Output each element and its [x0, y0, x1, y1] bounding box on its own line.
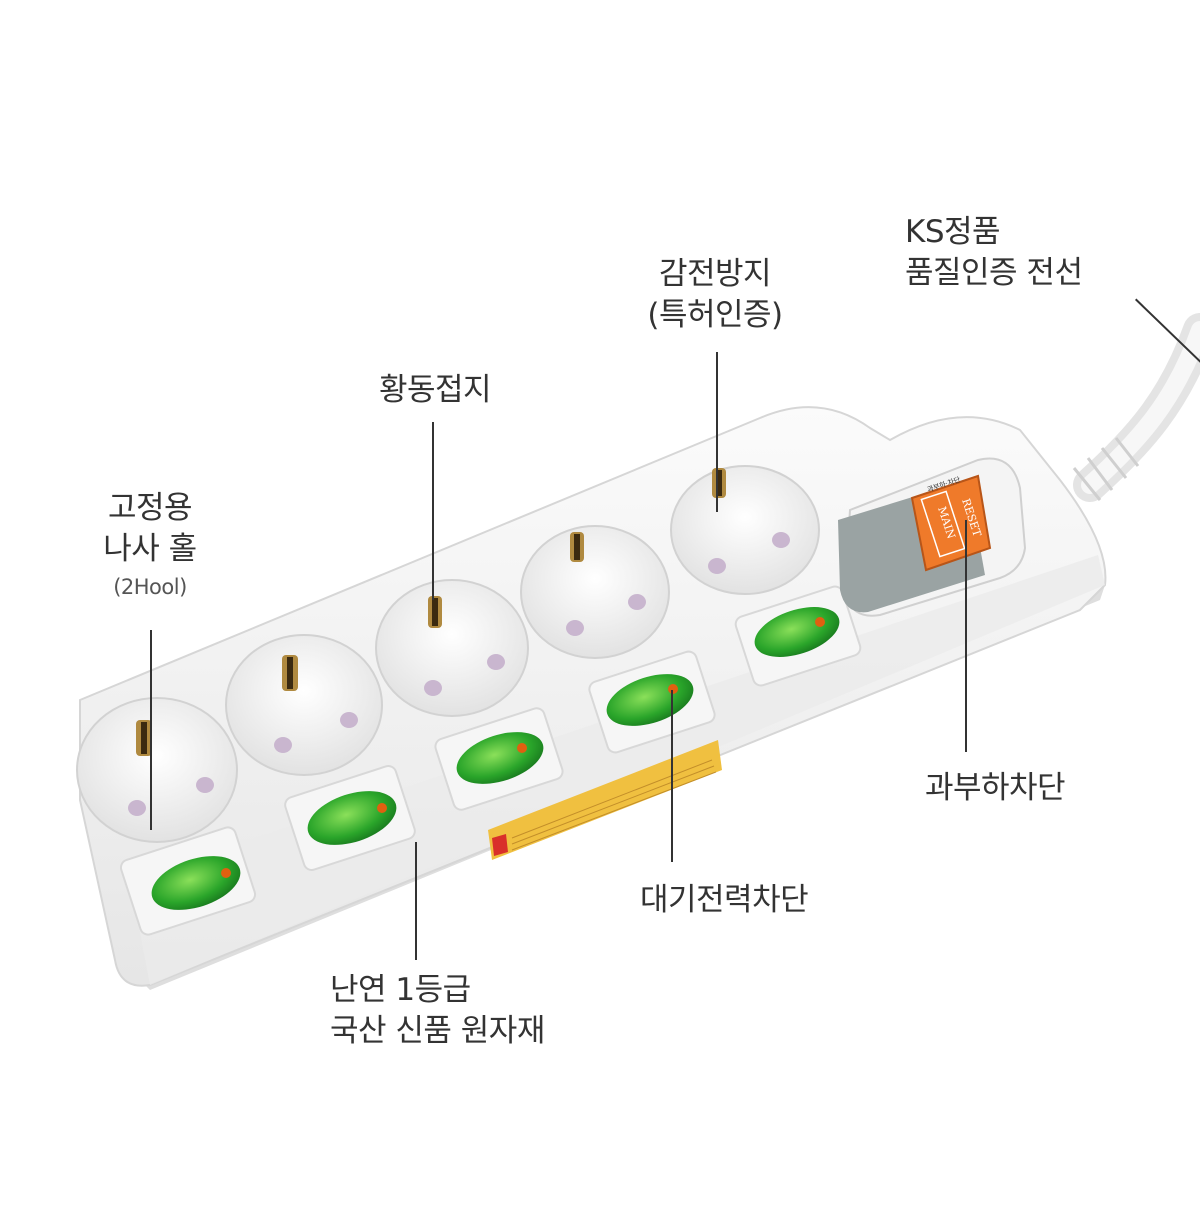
label-brass-ground-line1: 황동접지 [378, 372, 492, 408]
label-overload-cut-line1: 과부하차단 [924, 770, 1066, 806]
leader-line-shock-prevention [716, 352, 718, 512]
label-standby-cut: 대기전력차단 [640, 880, 880, 921]
label-flame-retardant: 난연 1등급 국산 신품 원자재 [330, 970, 630, 1052]
label-ks-cable-line2: 품질인증 전선 [905, 254, 1083, 291]
label-shock-prevention-line2: (특허인증) [647, 296, 783, 333]
switch-5[interactable] [734, 584, 863, 687]
switch-4[interactable] [587, 650, 716, 755]
switch-3[interactable] [433, 706, 564, 812]
leader-line-standby-cut [671, 690, 673, 862]
leader-line-flame-retardant [415, 842, 417, 960]
socket-5[interactable] [670, 465, 820, 595]
switch-1[interactable] [119, 825, 257, 936]
switch-2[interactable] [283, 764, 417, 872]
power-cable [1072, 313, 1200, 502]
label-ks-cable-line1: KS정품 [905, 214, 1001, 250]
label-shock-prevention: 감전방지 (특허인증) [595, 254, 835, 336]
warning-sticker [488, 740, 722, 860]
socket-1[interactable] [76, 697, 238, 843]
strip-side-face [130, 555, 1105, 985]
label-fixing-hole-line1: 고정용 [107, 490, 193, 526]
socket-3[interactable] [375, 579, 529, 717]
label-overload-cut: 과부하차단 [895, 768, 1095, 809]
socket-2[interactable] [225, 634, 383, 776]
label-fixing-hole: 고정용 나사 홀 (2Hool) [70, 488, 230, 602]
label-fixing-hole-sub: (2Hool) [113, 574, 187, 599]
label-flame-retardant-line2: 국산 신품 원자재 [330, 1012, 545, 1049]
label-flame-retardant-line1: 난연 1등급 [330, 972, 471, 1008]
label-ks-cable: KS정품 품질인증 전선 [905, 212, 1145, 294]
leader-line-overload-cut [965, 520, 967, 752]
leader-line-brass-ground [432, 422, 434, 600]
socket-4[interactable] [520, 525, 670, 659]
leader-line-fixing-hole [150, 630, 152, 830]
label-standby-cut-line1: 대기전력차단 [640, 882, 809, 918]
label-fixing-hole-line2: 나사 홀 [103, 530, 197, 567]
label-brass-ground: 황동접지 [335, 370, 535, 411]
overload-breaker-reset-button[interactable]: RESET MAIN 과부하·차단 [910, 475, 992, 572]
label-shock-prevention-line1: 감전방지 [658, 256, 772, 292]
